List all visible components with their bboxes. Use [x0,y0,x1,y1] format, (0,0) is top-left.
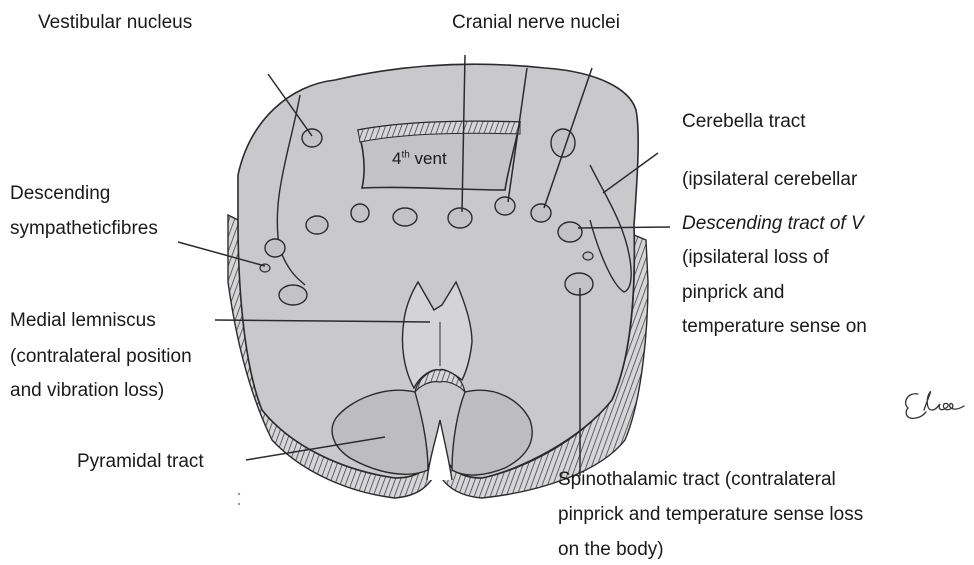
vestibular-nucleus-oval [302,129,322,147]
label-descending-tract-v-note-3: temperature sense on [682,317,867,336]
label-medial-lemniscus-note-1: (contralateral position [10,347,192,366]
label-cranial-nerve-nuclei: Cranial nerve nuclei [452,13,620,32]
lateral-nucleus-left [265,239,285,257]
small-dot-right [583,252,593,260]
label-descending-sympathetic-2: sympatheticfibres [10,219,158,238]
cranial-nucleus-5 [495,197,515,215]
fourth-ventricle-ordinal: th [401,149,409,160]
label-descending-tract-v-note-2: pinprick and [682,283,784,302]
cranial-nucleus-2 [351,204,369,222]
leader-descending-tract-v [578,227,670,228]
signature-mark [898,384,968,428]
label-cerebella-tract: Cerebella tract [682,112,806,131]
cranial-nucleus-3 [393,208,417,226]
spinothalamic-tract-oval [565,273,593,295]
label-cerebella-tract-note: (ipsilateral cerebellar [682,170,857,189]
fourth-ventricle-word: vent [415,149,447,168]
descending-tract-v-oval [558,222,582,242]
label-pyramidal-tract: Pyramidal tract [77,452,204,471]
label-medial-lemniscus-note-2: and vibration loss) [10,381,164,400]
label-spinothalamic-1: Spinothalamic tract (contralateral [558,470,836,489]
label-fourth-ventricle: 4th vent [392,150,447,167]
lateral-nucleus-lower-left [279,285,307,305]
label-medial-lemniscus: Medial lemniscus [10,311,156,330]
label-descending-tract-v: Descending tract of V [682,214,864,233]
label-spinothalamic-3: on the body) [558,540,664,559]
label-vestibular-nucleus: Vestibular nucleus [38,13,192,32]
label-descending-tract-v-note-1: (ipsilateral loss of [682,248,829,267]
cranial-nucleus-6 [531,204,551,222]
label-spinothalamic-2: pinprick and temperature sense loss [558,505,863,524]
label-descending-sympathetic-1: Descending [10,184,110,203]
cranial-nucleus-4 [448,208,472,228]
cranial-nucleus-1 [306,216,328,234]
